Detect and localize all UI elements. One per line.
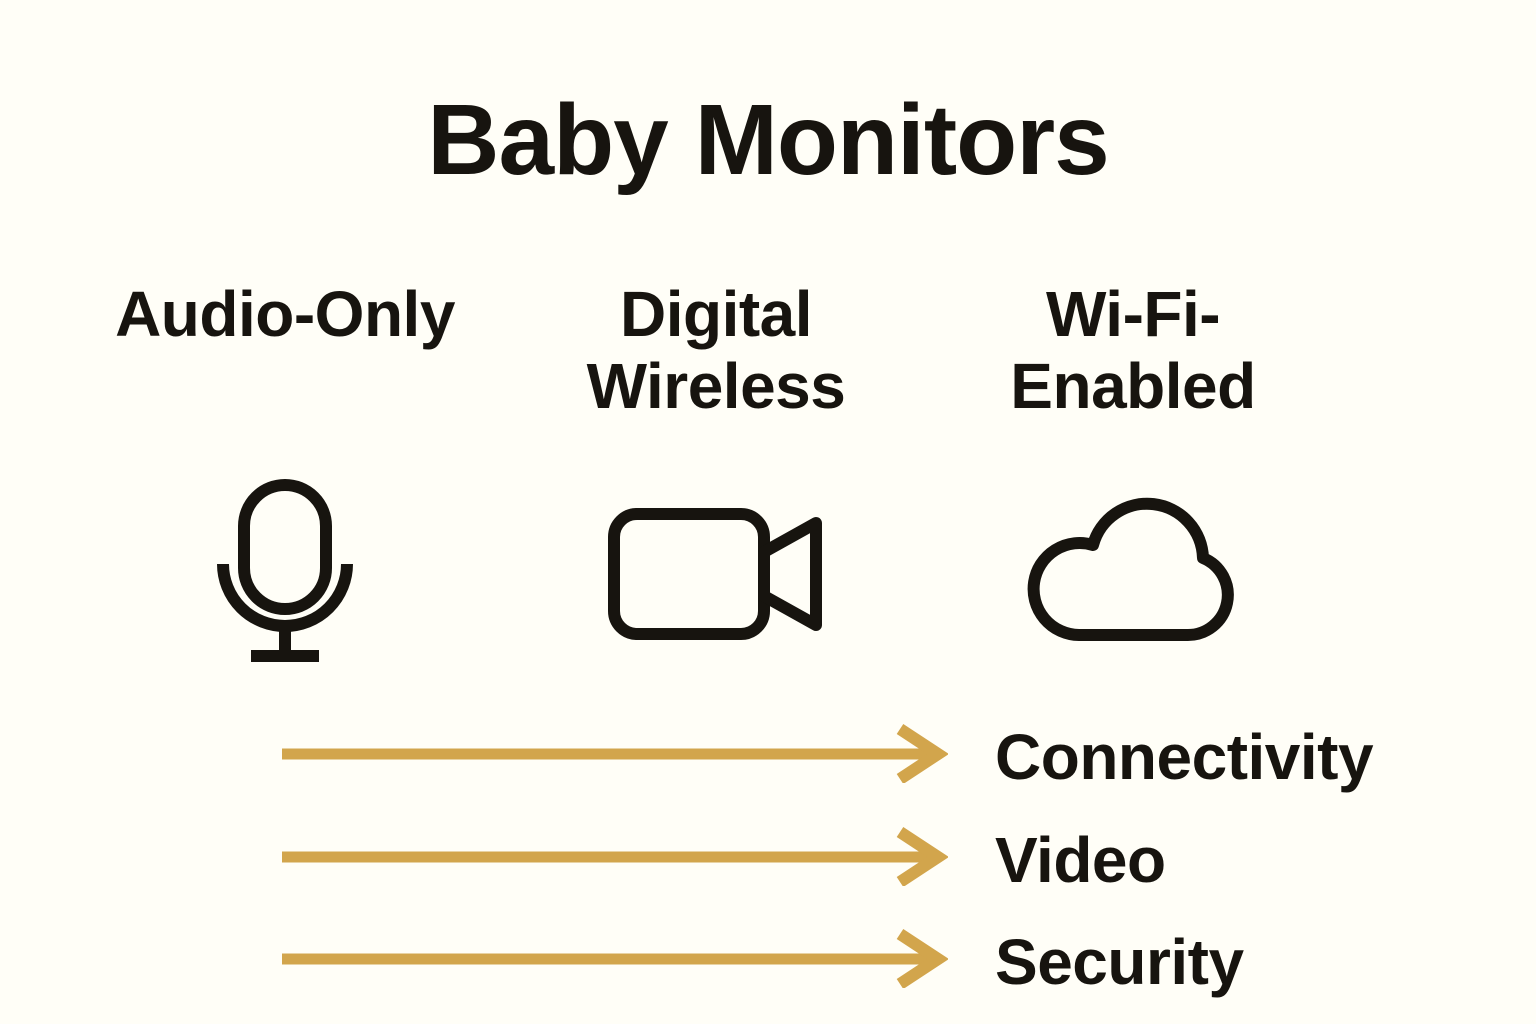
column-header-line: Wireless <box>586 350 846 422</box>
arrow-label-video: Video <box>995 824 1166 896</box>
column-audio-only: Audio-Only <box>75 0 495 700</box>
microphone-icon <box>215 478 355 668</box>
column-header-line: Audio-Only <box>115 278 455 350</box>
column-digital-wireless: Digital Wireless <box>506 0 926 700</box>
arrow-label-connectivity: Connectivity <box>995 721 1374 793</box>
column-header-digital-wireless: Digital Wireless <box>506 278 926 422</box>
column-header-audio-only: Audio-Only <box>75 278 495 350</box>
security-arrow-icon <box>282 928 948 988</box>
arrow-label-security: Security <box>995 926 1244 998</box>
video-arrow-icon <box>282 826 948 886</box>
cloud-icon <box>1027 497 1239 645</box>
column-header-wifi-enabled: Wi-Fi- Enabled <box>923 278 1343 422</box>
page-title: Baby Monitors <box>427 84 1109 196</box>
column-header-line: Wi-Fi- <box>1045 278 1221 350</box>
connectivity-arrow-icon <box>282 723 948 783</box>
video-camera-icon <box>608 508 824 640</box>
column-wifi-enabled: Wi-Fi- Enabled <box>923 0 1343 700</box>
column-header-line: Digital <box>619 278 813 350</box>
column-header-line: Enabled <box>1010 350 1256 422</box>
